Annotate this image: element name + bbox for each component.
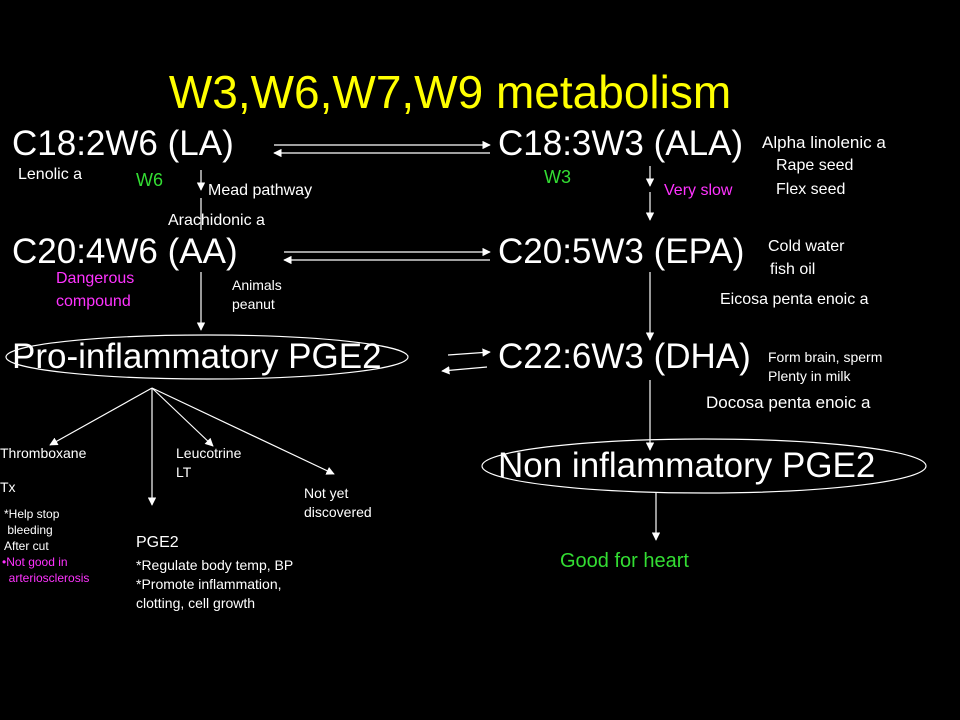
label-promote: *Promote inflammation, [136, 576, 282, 592]
node-pro-inflammatory-pge2: Pro-inflammatory PGE2 [12, 337, 382, 376]
label-not-yet: Not yet [304, 485, 349, 501]
label-discovered: discovered [304, 504, 372, 520]
node-epa: C20:5W3 (EPA) [498, 232, 745, 271]
to-not-yet-arrow [151, 387, 335, 475]
label-regulate: *Regulate body temp, BP [136, 557, 294, 573]
label-leucotrine: Leucotrine [176, 445, 242, 461]
label-plenty-milk: Plenty in milk [768, 368, 851, 384]
dha-to-pge2-arrow [441, 366, 488, 375]
label-flex-seed: Flex seed [776, 181, 846, 198]
label-fish-oil: fish oil [770, 261, 816, 278]
to-thromboxane-arrow [49, 387, 153, 446]
label-mead-pathway: Mead pathway [208, 182, 313, 199]
node-aa: C20:4W6 (AA) [12, 232, 238, 271]
label-eicosa: Eicosa penta enoic a [720, 291, 869, 308]
label-peanut: peanut [232, 296, 275, 312]
label-good-for-heart: Good for heart [560, 550, 689, 572]
label-lenolic: Lenolic a [18, 166, 83, 183]
label-form-brain: Form brain, sperm [768, 349, 883, 365]
label-tx: Tx [0, 479, 16, 495]
label-not-good: •Not good in [2, 555, 68, 569]
node-non-inflammatory-pge2: Non inflammatory PGE2 [498, 446, 876, 485]
label-docosa: Docosa penta enoic a [706, 393, 871, 412]
label-w3: W3 [544, 167, 571, 187]
node-dha: C22:6W3 (DHA) [498, 337, 751, 376]
label-clotting: clotting, cell growth [136, 595, 256, 611]
label-alpha-linolenic: Alpha linolenic a [762, 133, 886, 152]
to-leucotrine-arrow [151, 387, 214, 447]
pge2-to-dha-arrow [447, 348, 491, 357]
label-compound: compound [56, 293, 131, 310]
label-bleeding: bleeding [4, 523, 53, 537]
label-lt: LT [176, 464, 192, 480]
pro-inflammatory-ellipse [5, 334, 409, 380]
non-inflammatory-ellipse [481, 438, 927, 494]
label-dangerous: Dangerous [56, 270, 135, 287]
node-la: C18:2W6 (LA) [12, 124, 234, 163]
label-arteriosclerosis: arteriosclerosis [2, 571, 90, 585]
label-animals: Animals [232, 277, 282, 293]
label-w6: W6 [136, 170, 163, 190]
page-title: W3,W6,W7,W9 metabolism [168, 66, 732, 118]
label-rape-seed: Rape seed [776, 157, 854, 174]
label-pge2: PGE2 [136, 534, 179, 551]
label-cold-water: Cold water [768, 238, 845, 255]
node-ala: C18:3W3 (ALA) [498, 124, 744, 163]
label-help-stop: *Help stop [4, 507, 60, 521]
label-arachidonic: Arachidonic a [168, 212, 265, 229]
label-after-cut: After cut [4, 539, 49, 553]
label-very-slow: Very slow [664, 182, 733, 199]
label-thromboxane: Thromboxane [0, 445, 87, 461]
